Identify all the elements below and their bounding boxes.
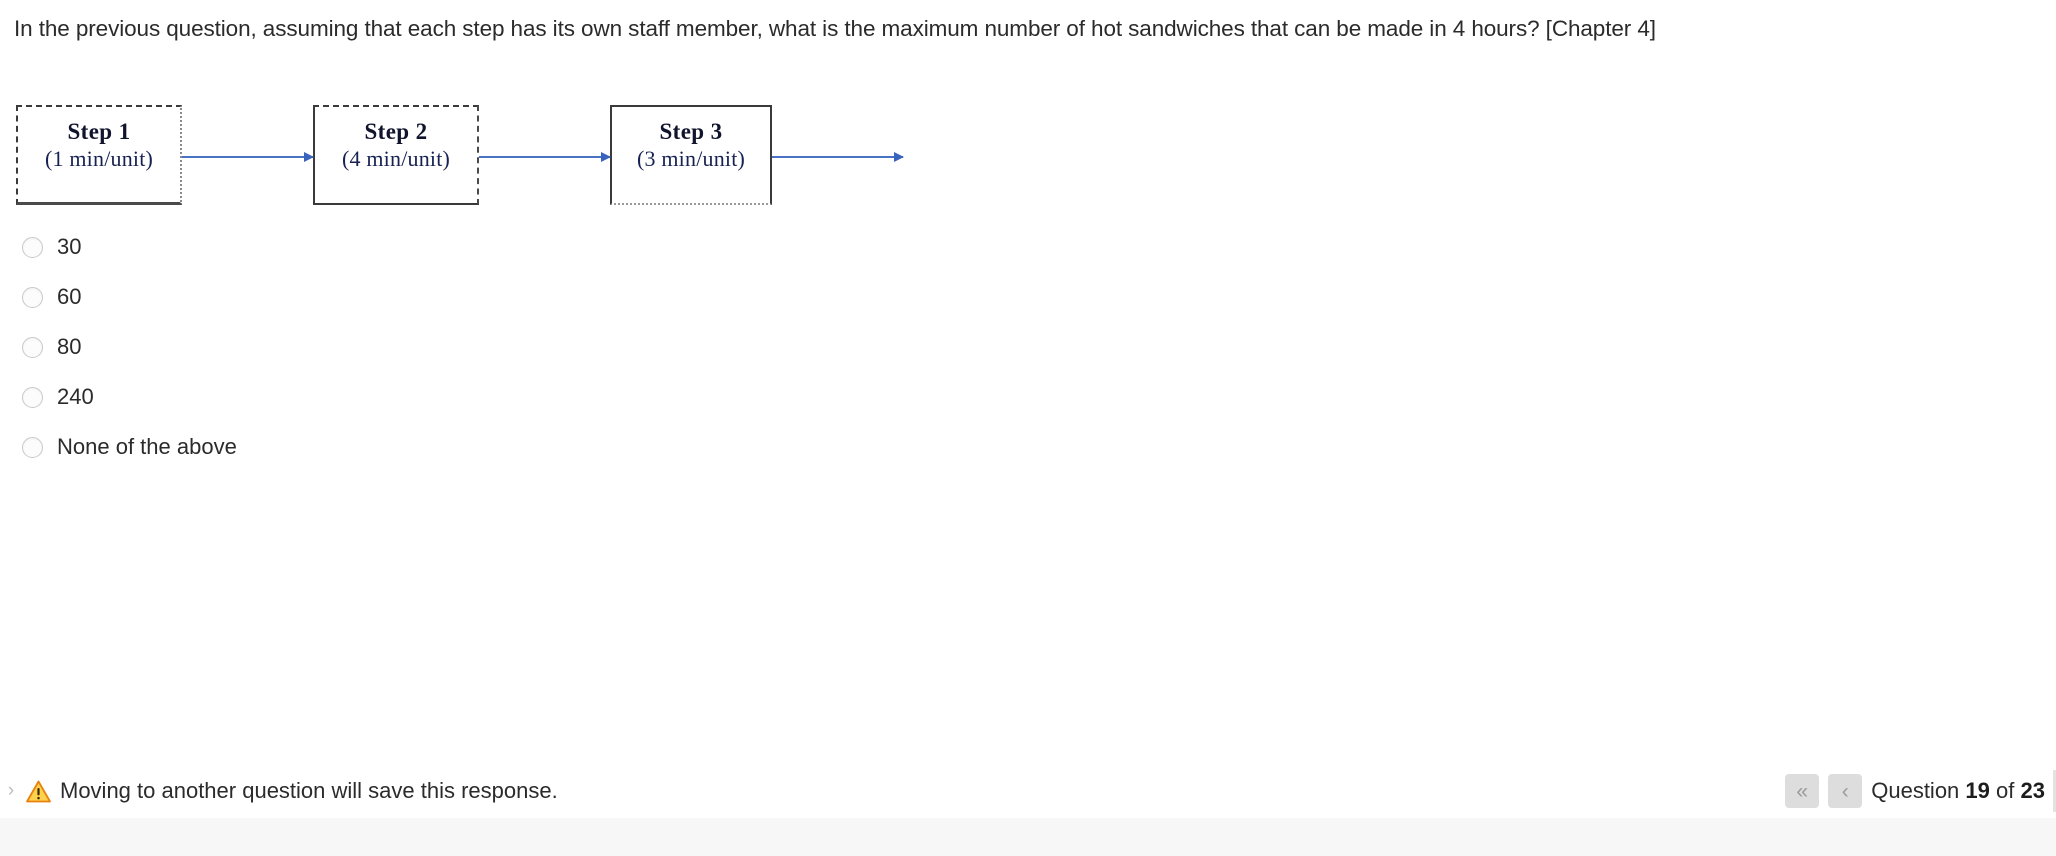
- question-text: In the previous question, assuming that …: [14, 16, 1656, 41]
- step-2-rate: (4 min/unit): [341, 146, 451, 171]
- chevron-right-icon[interactable]: ›: [7, 780, 15, 801]
- question-total-number: 23: [2020, 778, 2045, 803]
- question-footer-bar: › Moving to another question will save t…: [0, 764, 2056, 816]
- warning-triangle-icon: [26, 780, 51, 803]
- previous-question-button[interactable]: ‹: [1828, 774, 1863, 808]
- radio-button-80[interactable]: [22, 336, 43, 358]
- radio-button-60[interactable]: [22, 286, 43, 308]
- option-label-30: 30: [57, 234, 82, 259]
- question-counter: Question 19 of 23: [1871, 778, 2045, 804]
- save-response-message: Moving to another question will save thi…: [60, 778, 558, 803]
- step-3-title: Step 3: [659, 119, 723, 144]
- flow-arrow-3-icon: [772, 152, 904, 162]
- answer-options-list: 30 60 80 240 None of the above: [0, 222, 800, 472]
- process-step-box-3: Step 3 (3 min/unit): [610, 105, 772, 205]
- radio-button-30[interactable]: [22, 236, 43, 258]
- page-bottom-strip: [0, 818, 2056, 856]
- flow-arrow-1-icon: [182, 152, 314, 162]
- option-row-none-of-the-above[interactable]: None of the above: [0, 422, 800, 472]
- question-navigation-group: « ‹ Question 19 of 23: [1785, 765, 2056, 817]
- radio-button-none-of-the-above[interactable]: [22, 436, 43, 458]
- option-label-60: 60: [57, 284, 82, 309]
- process-step-box-2: Step 2 (4 min/unit): [313, 105, 479, 205]
- first-question-button[interactable]: «: [1785, 774, 1820, 808]
- step-1-rate: (1 min/unit): [44, 146, 154, 171]
- option-label-80: 80: [57, 334, 82, 359]
- question-word: Question: [1871, 778, 1960, 803]
- footer-left-group: › Moving to another question will save t…: [0, 765, 558, 817]
- question-current-number: 19: [1965, 778, 1990, 803]
- nav-edge-divider: [2053, 770, 2056, 812]
- radio-button-240[interactable]: [22, 386, 43, 408]
- option-label-none-of-the-above: None of the above: [57, 434, 237, 459]
- option-row-60[interactable]: 60: [0, 272, 800, 322]
- option-label-240: 240: [57, 384, 94, 409]
- of-word: of: [1996, 778, 2015, 803]
- flow-arrow-2-icon: [479, 152, 611, 162]
- step-3-rate: (3 min/unit): [636, 146, 746, 171]
- option-row-30[interactable]: 30: [0, 222, 800, 272]
- step-2-title: Step 2: [364, 119, 428, 144]
- option-row-80[interactable]: 80: [0, 322, 800, 372]
- option-row-240[interactable]: 240: [0, 372, 800, 422]
- process-flow-diagram: Step 1 (1 min/unit) Step 2 (4 min/unit) …: [0, 100, 960, 215]
- step-1-title: Step 1: [67, 119, 131, 144]
- process-step-box-1: Step 1 (1 min/unit): [16, 105, 182, 205]
